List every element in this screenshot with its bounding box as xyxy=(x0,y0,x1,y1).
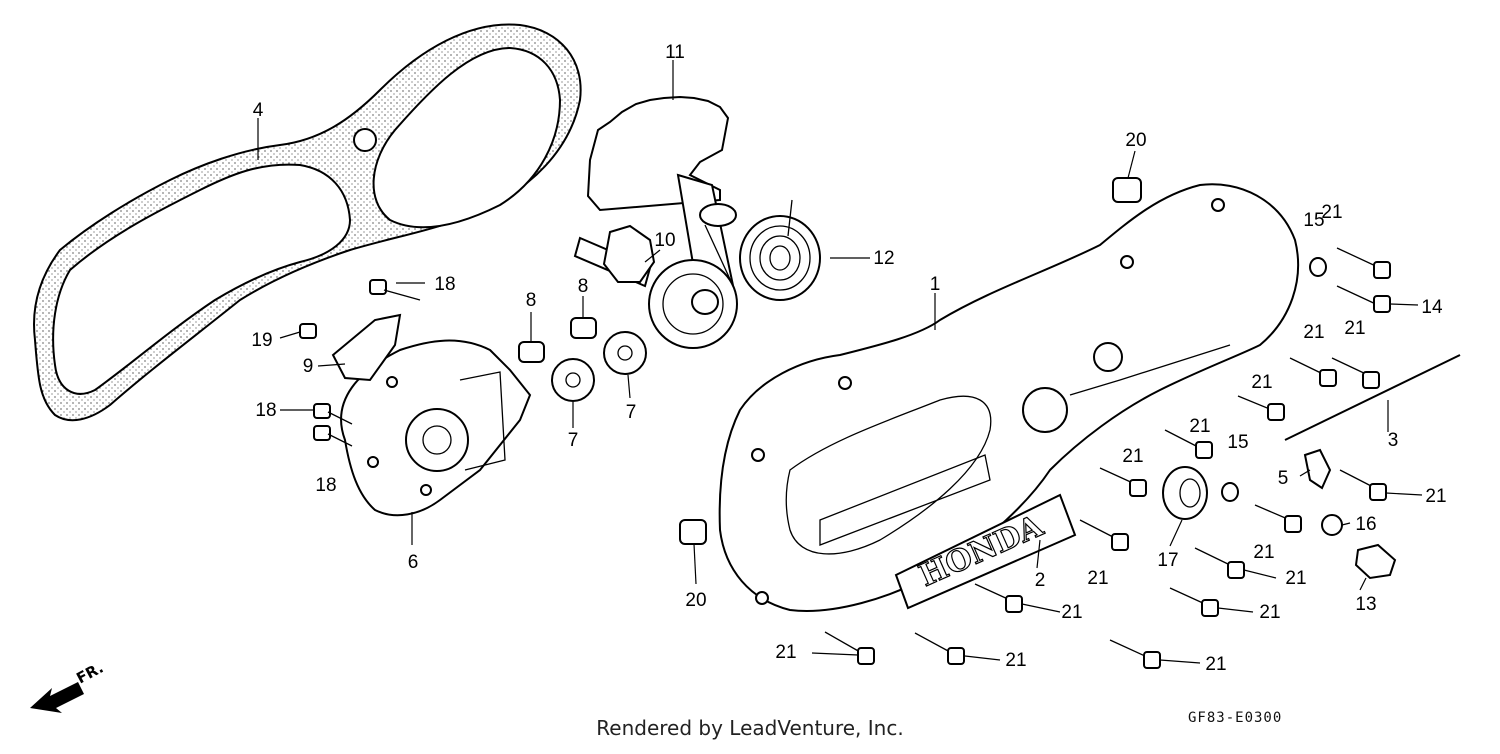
washer-part[interactable] xyxy=(1221,257,1343,536)
callout-14: 14 xyxy=(1421,297,1443,318)
callout-21: 21 xyxy=(1205,654,1226,675)
callout-21: 21 xyxy=(1061,602,1082,623)
callout-4: 4 xyxy=(253,100,264,121)
bolt-part[interactable] xyxy=(299,279,421,447)
leader-lines xyxy=(257,60,1423,664)
callout-16: 16 xyxy=(1355,514,1376,535)
callout-9: 9 xyxy=(303,356,314,377)
kick-spring-part[interactable] xyxy=(739,199,821,301)
diagram-code: GF83-E0300 xyxy=(1188,710,1283,726)
callout-18: 18 xyxy=(434,274,455,295)
pinion-gear-part[interactable] xyxy=(551,331,647,402)
drive-gear-part[interactable] xyxy=(573,224,738,349)
clip-part[interactable] xyxy=(1303,448,1332,490)
callout-21: 21 xyxy=(1005,650,1026,671)
callout-21: 21 xyxy=(1251,372,1272,393)
callout-1: 1 xyxy=(930,274,941,295)
callout-3: 3 xyxy=(1388,430,1399,451)
callout-13: 13 xyxy=(1355,594,1376,615)
callout-11: 11 xyxy=(665,42,685,63)
front-direction-arrow-icon xyxy=(30,682,84,713)
left-crankcase-cover-part[interactable] xyxy=(718,183,1299,612)
callout-21: 21 xyxy=(1122,446,1143,467)
callout-5: 5 xyxy=(1278,468,1289,489)
callout-21: 21 xyxy=(1285,568,1306,589)
callout-19: 19 xyxy=(251,330,272,351)
bracket-part[interactable] xyxy=(331,313,402,382)
callout-17: 17 xyxy=(1157,550,1178,571)
callout-18: 18 xyxy=(315,475,336,496)
kick-plate-assembly-part[interactable] xyxy=(340,339,532,517)
callout-6: 6 xyxy=(408,552,419,573)
callout-labels: 1 2 3 4 5 6 7 7 8 8 9 10 11 12 13 14 15 … xyxy=(251,42,1446,675)
callout-21: 21 xyxy=(775,642,796,663)
callout-21: 21 xyxy=(1087,568,1108,589)
seal-strip-part[interactable] xyxy=(1284,354,1461,441)
drain-bolt-part[interactable] xyxy=(1354,543,1397,580)
callout-21: 21 xyxy=(1189,416,1210,437)
gasket-part[interactable] xyxy=(33,23,582,422)
callout-8: 8 xyxy=(578,276,589,297)
callout-8: 8 xyxy=(526,290,537,311)
dowel-pin-part[interactable] xyxy=(679,177,1142,545)
oil-seal-part[interactable] xyxy=(1162,466,1208,520)
callout-18: 18 xyxy=(255,400,276,421)
callout-7: 7 xyxy=(568,430,579,451)
callout-21: 21 xyxy=(1253,542,1274,563)
credit-text: Rendered by LeadVenture, Inc. xyxy=(596,716,904,740)
callout-12: 12 xyxy=(873,248,894,269)
callout-21: 21 xyxy=(1303,322,1324,343)
callout-21: 21 xyxy=(1344,318,1365,339)
callout-20: 20 xyxy=(685,590,706,611)
callout-2: 2 xyxy=(1035,570,1046,591)
callout-15: 15 xyxy=(1303,210,1324,231)
callout-21: 21 xyxy=(1321,202,1342,223)
callout-10: 10 xyxy=(654,230,675,251)
callout-20: 20 xyxy=(1125,130,1146,151)
callout-21: 21 xyxy=(1259,602,1280,623)
callout-21: 21 xyxy=(1425,486,1446,507)
callout-15: 15 xyxy=(1227,432,1248,453)
callout-7: 7 xyxy=(626,402,637,423)
